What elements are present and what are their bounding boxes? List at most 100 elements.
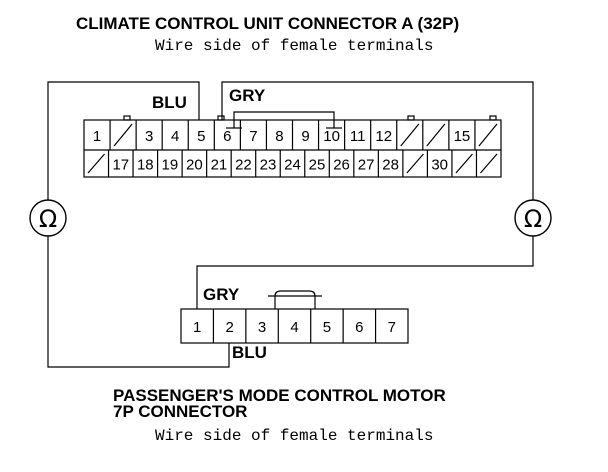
connector-b-body [180, 308, 409, 344]
blank-slash [455, 153, 473, 174]
blank-terminal-cell [396, 120, 420, 150]
terminal-number: 3 [145, 128, 153, 145]
wire-gry-upper [221, 81, 534, 200]
terminal-cell: 25 [304, 150, 325, 177]
terminal-number: 10 [323, 128, 340, 145]
blank-slash [480, 153, 498, 174]
terminal-number: 5 [197, 128, 205, 145]
connector-b-title-line2: 7P CONNECTOR [113, 402, 248, 421]
terminal-cell: 19 [156, 150, 178, 177]
terminal-number: 5 [323, 319, 331, 336]
terminal-cell: 7 [239, 120, 258, 150]
terminal-number: 2 [225, 319, 233, 336]
wire-color-gry-a: GRY [229, 86, 266, 105]
terminal-cell: 5 [187, 120, 205, 150]
terminal-number: 6 [355, 319, 363, 336]
terminal-cell: 2 [212, 309, 234, 343]
terminal-cell: 6 [342, 309, 364, 343]
wire-gry-lower [196, 236, 534, 309]
terminal-number: 4 [171, 128, 179, 145]
terminal-number: 1 [93, 128, 101, 145]
terminal-cell: 21 [206, 150, 228, 177]
terminal-cell: 6 [213, 120, 232, 150]
connector-a-row-1: 1 3 4 5 6 7 8 9 10 11 12 15 [93, 120, 498, 150]
terminal-number: 24 [284, 157, 301, 174]
ohmmeter-right-circle [514, 199, 552, 237]
test-wires [47, 81, 534, 368]
terminal-cell: 1 [193, 319, 201, 336]
blank-terminal-cell [87, 153, 105, 174]
blank-slash [478, 123, 498, 147]
terminal-cell: 28 [377, 150, 399, 177]
blank-terminal-cell [474, 120, 498, 150]
terminal-cell: 18 [132, 150, 154, 177]
terminal-cell: 17 [107, 150, 129, 177]
blank-slash [87, 153, 105, 174]
terminal-number: 12 [375, 128, 392, 145]
terminal-number: 8 [275, 128, 283, 145]
blank-terminal-cell [451, 150, 473, 177]
terminal-number: 22 [235, 157, 252, 174]
ohmmeter-left-circle [29, 199, 67, 237]
terminal-cell: 27 [353, 150, 375, 177]
ohm-icon: Ω [39, 205, 57, 233]
terminal-number: 9 [301, 128, 309, 145]
ohmmeter-right: Ω [514, 199, 552, 237]
terminal-cell: 22 [230, 150, 252, 177]
terminal-cell: 15 [448, 120, 471, 150]
wire-blu-lower [47, 236, 230, 368]
terminal-number: 20 [186, 157, 203, 174]
terminal-number: 7 [388, 319, 396, 336]
terminal-cell: 11 [344, 120, 366, 150]
blank-slash [406, 153, 424, 174]
terminal-cell: 7 [374, 309, 396, 343]
terminal-number: 11 [350, 128, 366, 145]
blank-slash [400, 123, 420, 147]
terminal-number: 6 [223, 128, 231, 145]
terminal-number: 28 [382, 157, 399, 174]
terminal-number: 21 [211, 157, 228, 174]
blank-terminal-cell [109, 120, 133, 150]
wire-color-gry-b: GRY [203, 285, 240, 304]
terminal-cell: 5 [310, 309, 331, 343]
terminal-number: 27 [358, 157, 375, 174]
blank-terminal-cell [402, 150, 424, 177]
blank-slash [426, 123, 446, 147]
blank-slash [113, 123, 133, 147]
terminal-cell: 4 [277, 309, 299, 343]
wire-blu-upper [47, 81, 200, 200]
terminal-number: 7 [249, 128, 257, 145]
terminal-number: 4 [290, 319, 298, 336]
terminal-cell: 1 [93, 128, 101, 145]
terminal-cell: 23 [255, 150, 277, 177]
terminal-cell: 30 [426, 150, 448, 177]
terminal-number: 26 [333, 157, 350, 174]
terminal-cell: 3 [135, 120, 153, 150]
terminal-cell: 3 [245, 309, 266, 343]
terminal-cell: 24 [279, 150, 301, 177]
terminal-number: 23 [260, 157, 277, 174]
terminal-cell: 12 [370, 120, 392, 150]
terminal-number: 3 [258, 319, 266, 336]
terminal-number: 15 [454, 128, 471, 145]
terminal-number: 18 [137, 157, 154, 174]
terminal-number: 30 [431, 157, 448, 174]
terminal-cell: 9 [291, 120, 310, 150]
connector-b-outline [268, 290, 322, 309]
terminal-cell: 8 [265, 120, 284, 150]
ohmmeter-left: Ω [29, 199, 67, 237]
connector-b-terminals: 1 2 3 4 5 6 7 [180, 308, 409, 344]
connector-b-subtitle: Wire side of female terminals [155, 427, 434, 445]
terminal-cell: 20 [181, 150, 203, 177]
connector-a-title: CLIMATE CONTROL UNIT CONNECTOR A (32P) [76, 14, 460, 33]
terminal-cell: 4 [161, 120, 179, 150]
connector-a-subtitle: Wire side of female terminals [155, 37, 434, 55]
wire-color-blu-b: BLU [232, 343, 267, 362]
wire-color-blu-a: BLU [152, 93, 187, 112]
terminal-cell: 10 [317, 120, 340, 150]
terminal-number: 1 [193, 319, 201, 336]
ohm-icon: Ω [524, 205, 542, 233]
